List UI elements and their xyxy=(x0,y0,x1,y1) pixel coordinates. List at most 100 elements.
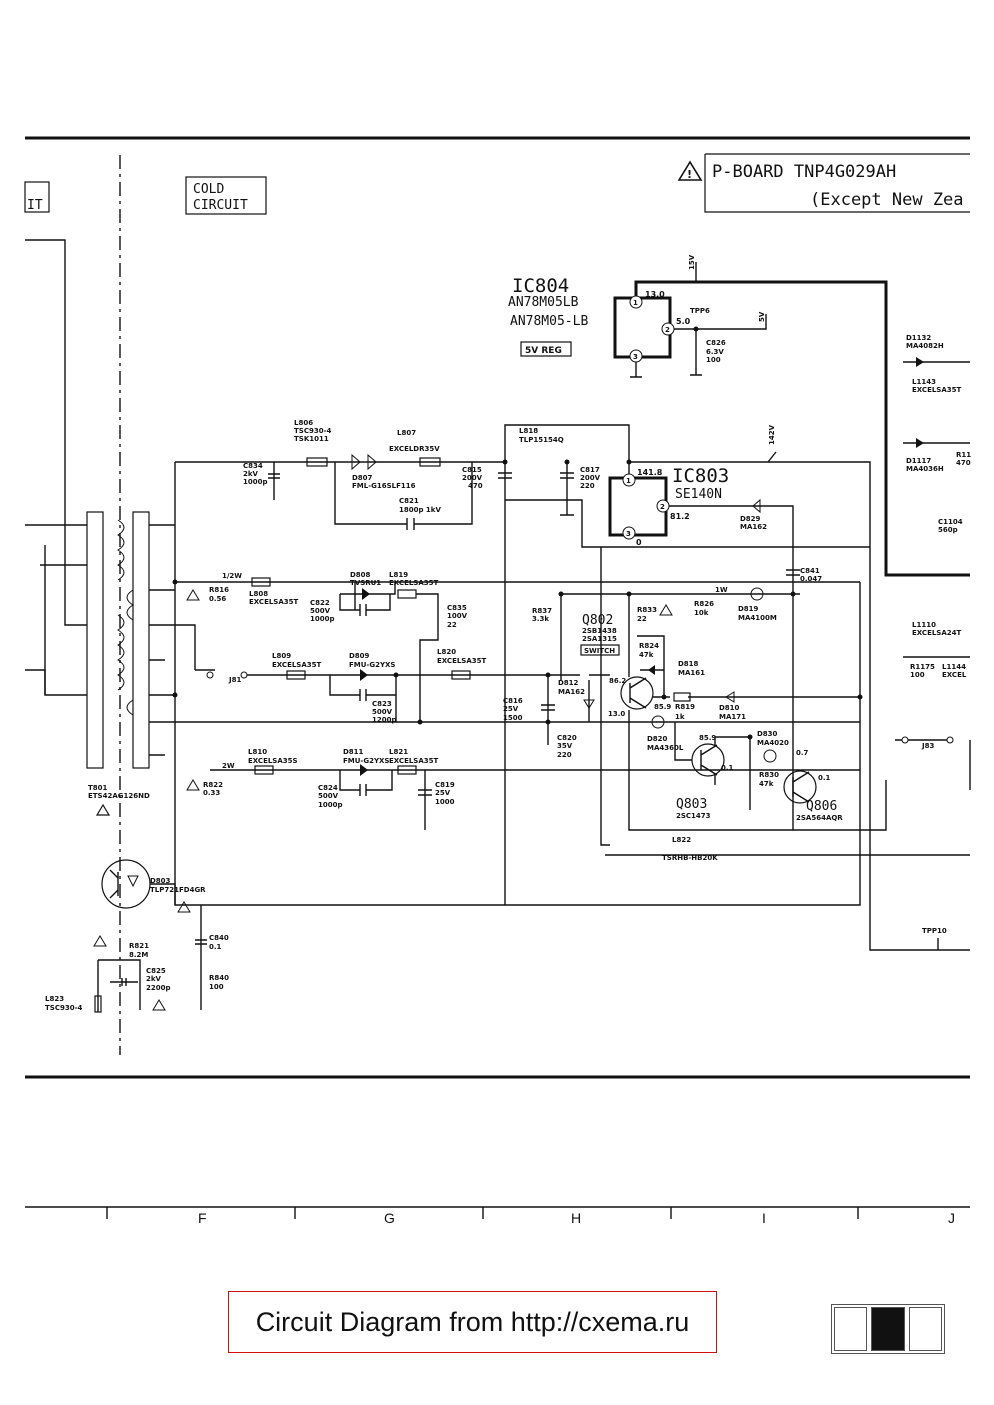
transistor-q806: Q806 2SA564AQR xyxy=(783,770,843,822)
cold-circuit-line2: CIRCUIT xyxy=(193,198,248,213)
svg-text:T801: T801 xyxy=(88,784,108,792)
svg-text:2SB1438: 2SB1438 xyxy=(582,627,617,635)
svg-text:D809: D809 xyxy=(349,652,370,660)
svg-text:2W: 2W xyxy=(222,762,235,770)
svg-text:TSC930-4: TSC930-4 xyxy=(45,1004,82,1012)
svg-text:6.3V: 6.3V xyxy=(706,348,724,356)
left-box xyxy=(24,181,50,213)
svg-text:TSC930-4: TSC930-4 xyxy=(294,427,331,435)
left-box-label: IT xyxy=(27,198,43,213)
svg-text:EXCELSA35T: EXCELSA35T xyxy=(249,598,299,606)
svg-text:1000p: 1000p xyxy=(318,801,343,809)
svg-text:C823: C823 xyxy=(372,700,392,708)
svg-text:0.56: 0.56 xyxy=(209,595,226,603)
svg-text:35V: 35V xyxy=(557,742,573,750)
svg-text:SWITCH: SWITCH xyxy=(584,647,615,655)
svg-text:100: 100 xyxy=(706,356,721,364)
svg-text:85.9: 85.9 xyxy=(699,734,716,742)
svg-text:2: 2 xyxy=(660,503,665,511)
svg-text:100: 100 xyxy=(910,671,925,679)
svg-text:200V: 200V xyxy=(580,474,601,482)
svg-text:MA4100M: MA4100M xyxy=(738,614,777,622)
board-title-box xyxy=(704,153,970,213)
svg-text:C819: C819 xyxy=(435,781,455,789)
svg-text:C835: C835 xyxy=(447,604,467,612)
grid-column-label: J xyxy=(948,1210,955,1226)
svg-text:47k: 47k xyxy=(759,780,774,788)
rail-142v-label: 142V xyxy=(768,424,776,445)
svg-text:1000p: 1000p xyxy=(310,615,335,623)
svg-text:Q803: Q803 xyxy=(676,797,707,812)
svg-text:C826: C826 xyxy=(706,339,726,347)
svg-text:560p: 560p xyxy=(938,526,958,534)
svg-text:EXCELSA35T: EXCELSA35T xyxy=(437,657,487,665)
svg-text:C821: C821 xyxy=(399,497,419,505)
grid-column-label: G xyxy=(384,1210,395,1226)
svg-text:J83: J83 xyxy=(921,742,934,750)
svg-text:0.7: 0.7 xyxy=(796,749,809,757)
svg-text:C815: C815 xyxy=(462,466,482,474)
ic803-part: SE140N xyxy=(675,487,722,502)
svg-text:MA162: MA162 xyxy=(558,688,585,696)
svg-text:D812: D812 xyxy=(558,679,579,687)
svg-text:EXCELSA35T: EXCELSA35T xyxy=(272,661,322,669)
svg-text:0.1: 0.1 xyxy=(721,764,734,772)
svg-text:1: 1 xyxy=(626,477,631,485)
svg-text:86.2: 86.2 xyxy=(609,677,626,685)
svg-text:L822: L822 xyxy=(672,836,691,844)
grid-column-label: H xyxy=(571,1210,581,1226)
svg-text:FML-G16SLF116: FML-G16SLF116 xyxy=(352,482,416,490)
rail-5v-label: 5V xyxy=(758,311,766,322)
tpp6-label: TPP6 xyxy=(690,307,710,315)
svg-text:470: 470 xyxy=(956,459,971,467)
svg-text:25V: 25V xyxy=(503,705,519,713)
svg-text:EXCELDR35V: EXCELDR35V xyxy=(389,445,440,453)
svg-text:L810: L810 xyxy=(248,748,267,756)
svg-text:TLP15154Q: TLP15154Q xyxy=(519,436,564,444)
junctions xyxy=(172,326,863,740)
svg-text:R822: R822 xyxy=(203,781,223,789)
svg-text:C1104: C1104 xyxy=(938,518,963,526)
svg-text:85.9: 85.9 xyxy=(654,703,671,711)
svg-text:Q806: Q806 xyxy=(806,799,837,814)
svg-text:FMU-G2YXS: FMU-G2YXS xyxy=(349,661,395,669)
grid-column-label: I xyxy=(762,1210,766,1226)
warning-icon xyxy=(95,803,111,816)
svg-text:5.0: 5.0 xyxy=(676,317,691,326)
svg-text:C825: C825 xyxy=(146,967,166,975)
svg-text:TSRHB-HB20K: TSRHB-HB20K xyxy=(662,854,718,862)
svg-text:L808: L808 xyxy=(249,590,268,598)
svg-text:D810: D810 xyxy=(719,704,740,712)
svg-text:R819: R819 xyxy=(675,703,695,711)
primary-bus xyxy=(174,424,630,905)
ic804-ref: IC804 xyxy=(512,275,569,297)
svg-text:L823: L823 xyxy=(45,995,64,1003)
svg-text:220: 220 xyxy=(557,751,572,759)
svg-text:C822: C822 xyxy=(310,599,330,607)
svg-text:1000p: 1000p xyxy=(243,478,268,486)
svg-text:200V: 200V xyxy=(462,474,483,482)
optocoupler-d803: D803 TLP721FD4GR xyxy=(101,859,206,909)
transistor-q802: Q802 2SB1438 2SA1315 SWITCH xyxy=(580,613,654,710)
rail-15v xyxy=(634,280,970,577)
svg-text:D808: D808 xyxy=(350,571,371,579)
svg-text:EXCEL: EXCEL xyxy=(942,671,967,679)
svg-text:C841: C841 xyxy=(800,567,820,575)
svg-text:L819: L819 xyxy=(389,571,408,579)
svg-text:10k: 10k xyxy=(694,609,709,617)
svg-text:TVSRU1: TVSRU1 xyxy=(350,579,381,587)
warning-icon xyxy=(186,589,200,601)
svg-text:R821: R821 xyxy=(129,942,149,950)
svg-text:13.0: 13.0 xyxy=(608,710,625,718)
svg-text:0.1: 0.1 xyxy=(209,943,222,951)
ic804: IC804 AN78M05LB AN78M05-LB 5V REG 1 2 3 … xyxy=(508,275,691,363)
svg-text:100: 100 xyxy=(209,983,224,991)
svg-text:TPP10: TPP10 xyxy=(922,927,947,935)
svg-text:2200p: 2200p xyxy=(146,984,171,992)
svg-text:D803: D803 xyxy=(150,877,171,885)
svg-text:L807: L807 xyxy=(397,429,416,437)
svg-text:EXCELSA35T: EXCELSA35T xyxy=(912,386,962,394)
svg-text:22: 22 xyxy=(637,615,647,623)
svg-text:8.2M: 8.2M xyxy=(129,951,148,959)
svg-text:D1132: D1132 xyxy=(906,334,931,342)
